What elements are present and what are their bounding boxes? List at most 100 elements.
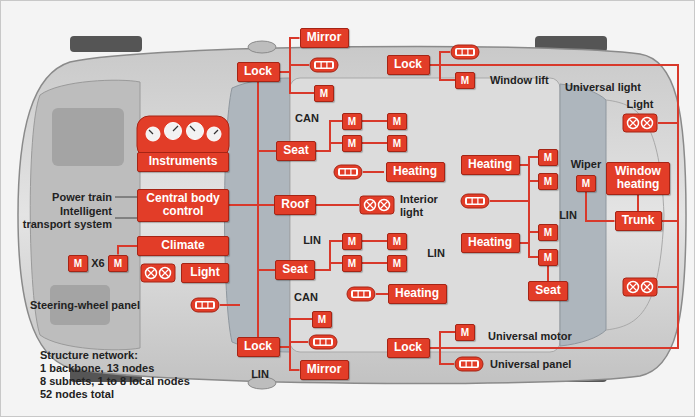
- motor-box: M: [455, 324, 475, 341]
- node-text: M: [582, 178, 590, 189]
- node-text: M: [544, 176, 552, 187]
- bus-line: [430, 65, 679, 221]
- motor-box: M: [342, 113, 362, 130]
- motor-box: M: [387, 255, 407, 272]
- motor-box: M: [538, 249, 558, 266]
- node-text: Heating: [395, 287, 439, 300]
- control-unit-box: Mirror: [300, 28, 349, 48]
- control-unit-box: Lock: [237, 337, 280, 357]
- control-unit-box: Heating: [386, 162, 445, 182]
- note-text: Structure network:: [40, 349, 138, 362]
- bus-line: [520, 232, 539, 243]
- bus-line: [229, 82, 258, 205]
- node-text: Lock: [244, 340, 272, 353]
- motor-box: M: [312, 311, 332, 328]
- car-body: [18, 46, 686, 383]
- wire: [220, 304, 240, 306]
- connector-icon: [309, 335, 337, 349]
- part-label: LIN: [427, 247, 445, 260]
- node-text: M: [393, 138, 401, 149]
- node-text: M: [348, 138, 356, 149]
- node-text: Lock: [394, 341, 422, 354]
- bus-line: [362, 142, 387, 144]
- part-label: Interior light: [400, 193, 452, 218]
- note-text: 8 subnets, 1 to 8 local nodes: [40, 375, 190, 388]
- connector-icon: [310, 58, 338, 72]
- control-unit-box: Trunk: [615, 211, 662, 231]
- bus-line: [280, 347, 300, 370]
- control-unit-box: Climate: [137, 236, 229, 256]
- wire: [490, 181, 529, 232]
- node-text: Seat: [283, 144, 308, 157]
- control-unit-box: Heating: [461, 155, 520, 175]
- wire: [376, 293, 388, 295]
- wire: [290, 64, 309, 66]
- node-text: M: [348, 258, 356, 269]
- motor-box: M: [108, 255, 128, 272]
- windshield: [225, 78, 291, 352]
- bus-line: [280, 319, 313, 347]
- bus-line: [229, 151, 276, 205]
- node-text: M: [544, 227, 552, 238]
- node-text: Seat: [535, 284, 560, 297]
- leader-line: [115, 218, 137, 219]
- motor-box: M: [455, 72, 475, 89]
- connector-icon: [347, 287, 375, 301]
- motor-box: M: [342, 255, 362, 272]
- control-unit-box: Seat: [528, 281, 568, 301]
- control-unit-box: Lock: [387, 338, 430, 358]
- wire: [658, 123, 678, 287]
- node-text: M: [393, 116, 401, 127]
- node-text: Mirror: [307, 363, 342, 376]
- part-label: X6: [91, 257, 104, 270]
- bus-line: [430, 65, 456, 80]
- node-text: M: [461, 327, 469, 338]
- node-text: Trunk: [622, 214, 655, 227]
- light-icon: [623, 278, 657, 296]
- bus-line: [229, 205, 275, 270]
- node-text: Climate: [161, 239, 204, 252]
- part-label: Universal motor: [488, 330, 572, 343]
- bus-line: [315, 263, 342, 270]
- node-text: Heating: [468, 236, 512, 249]
- control-unit-box: Lock: [237, 62, 280, 82]
- motor-box: M: [387, 113, 407, 130]
- wire: [440, 348, 454, 364]
- bus-line: [229, 205, 258, 337]
- node-text: Lock: [244, 65, 272, 78]
- motor-box: M: [538, 224, 558, 241]
- part-label: CAN: [295, 112, 319, 125]
- side-mirror: [248, 41, 276, 53]
- part-label: Steering-wheel panel: [30, 299, 140, 312]
- bus-line: [586, 192, 615, 222]
- motor-box: M: [538, 149, 558, 166]
- leader-lines: [115, 197, 137, 218]
- bus-line: [547, 266, 549, 282]
- bus-line: [362, 262, 387, 264]
- bus-line: [520, 243, 539, 257]
- light-icon: [360, 196, 394, 214]
- note-text: 1 backbone, 13 nodes: [40, 362, 154, 375]
- local-wires: [220, 52, 678, 364]
- motor-box: M: [576, 175, 596, 192]
- node-text: M: [461, 75, 469, 86]
- bus-line: [362, 240, 387, 242]
- node-text: M: [320, 88, 328, 99]
- part-label: CAN: [294, 291, 318, 304]
- light-icon: [141, 264, 175, 282]
- node-text: Heating: [393, 165, 437, 178]
- control-unit-box: Instruments: [137, 152, 229, 172]
- part-label: Intelligent transport system: [12, 205, 112, 230]
- wire: [440, 52, 450, 65]
- node-text: Heating: [468, 158, 512, 171]
- motor-box: M: [538, 173, 558, 190]
- bus-line: [520, 157, 539, 165]
- node-text: M: [348, 116, 356, 127]
- control-unit-box: Central body control: [137, 189, 229, 222]
- control-unit-box: Heating: [461, 233, 520, 253]
- part-label: LIN: [303, 234, 321, 247]
- control-unit-box: Roof: [274, 195, 316, 215]
- note-text: 52 nodes total: [40, 388, 114, 401]
- control-unit-box: Light: [181, 263, 229, 283]
